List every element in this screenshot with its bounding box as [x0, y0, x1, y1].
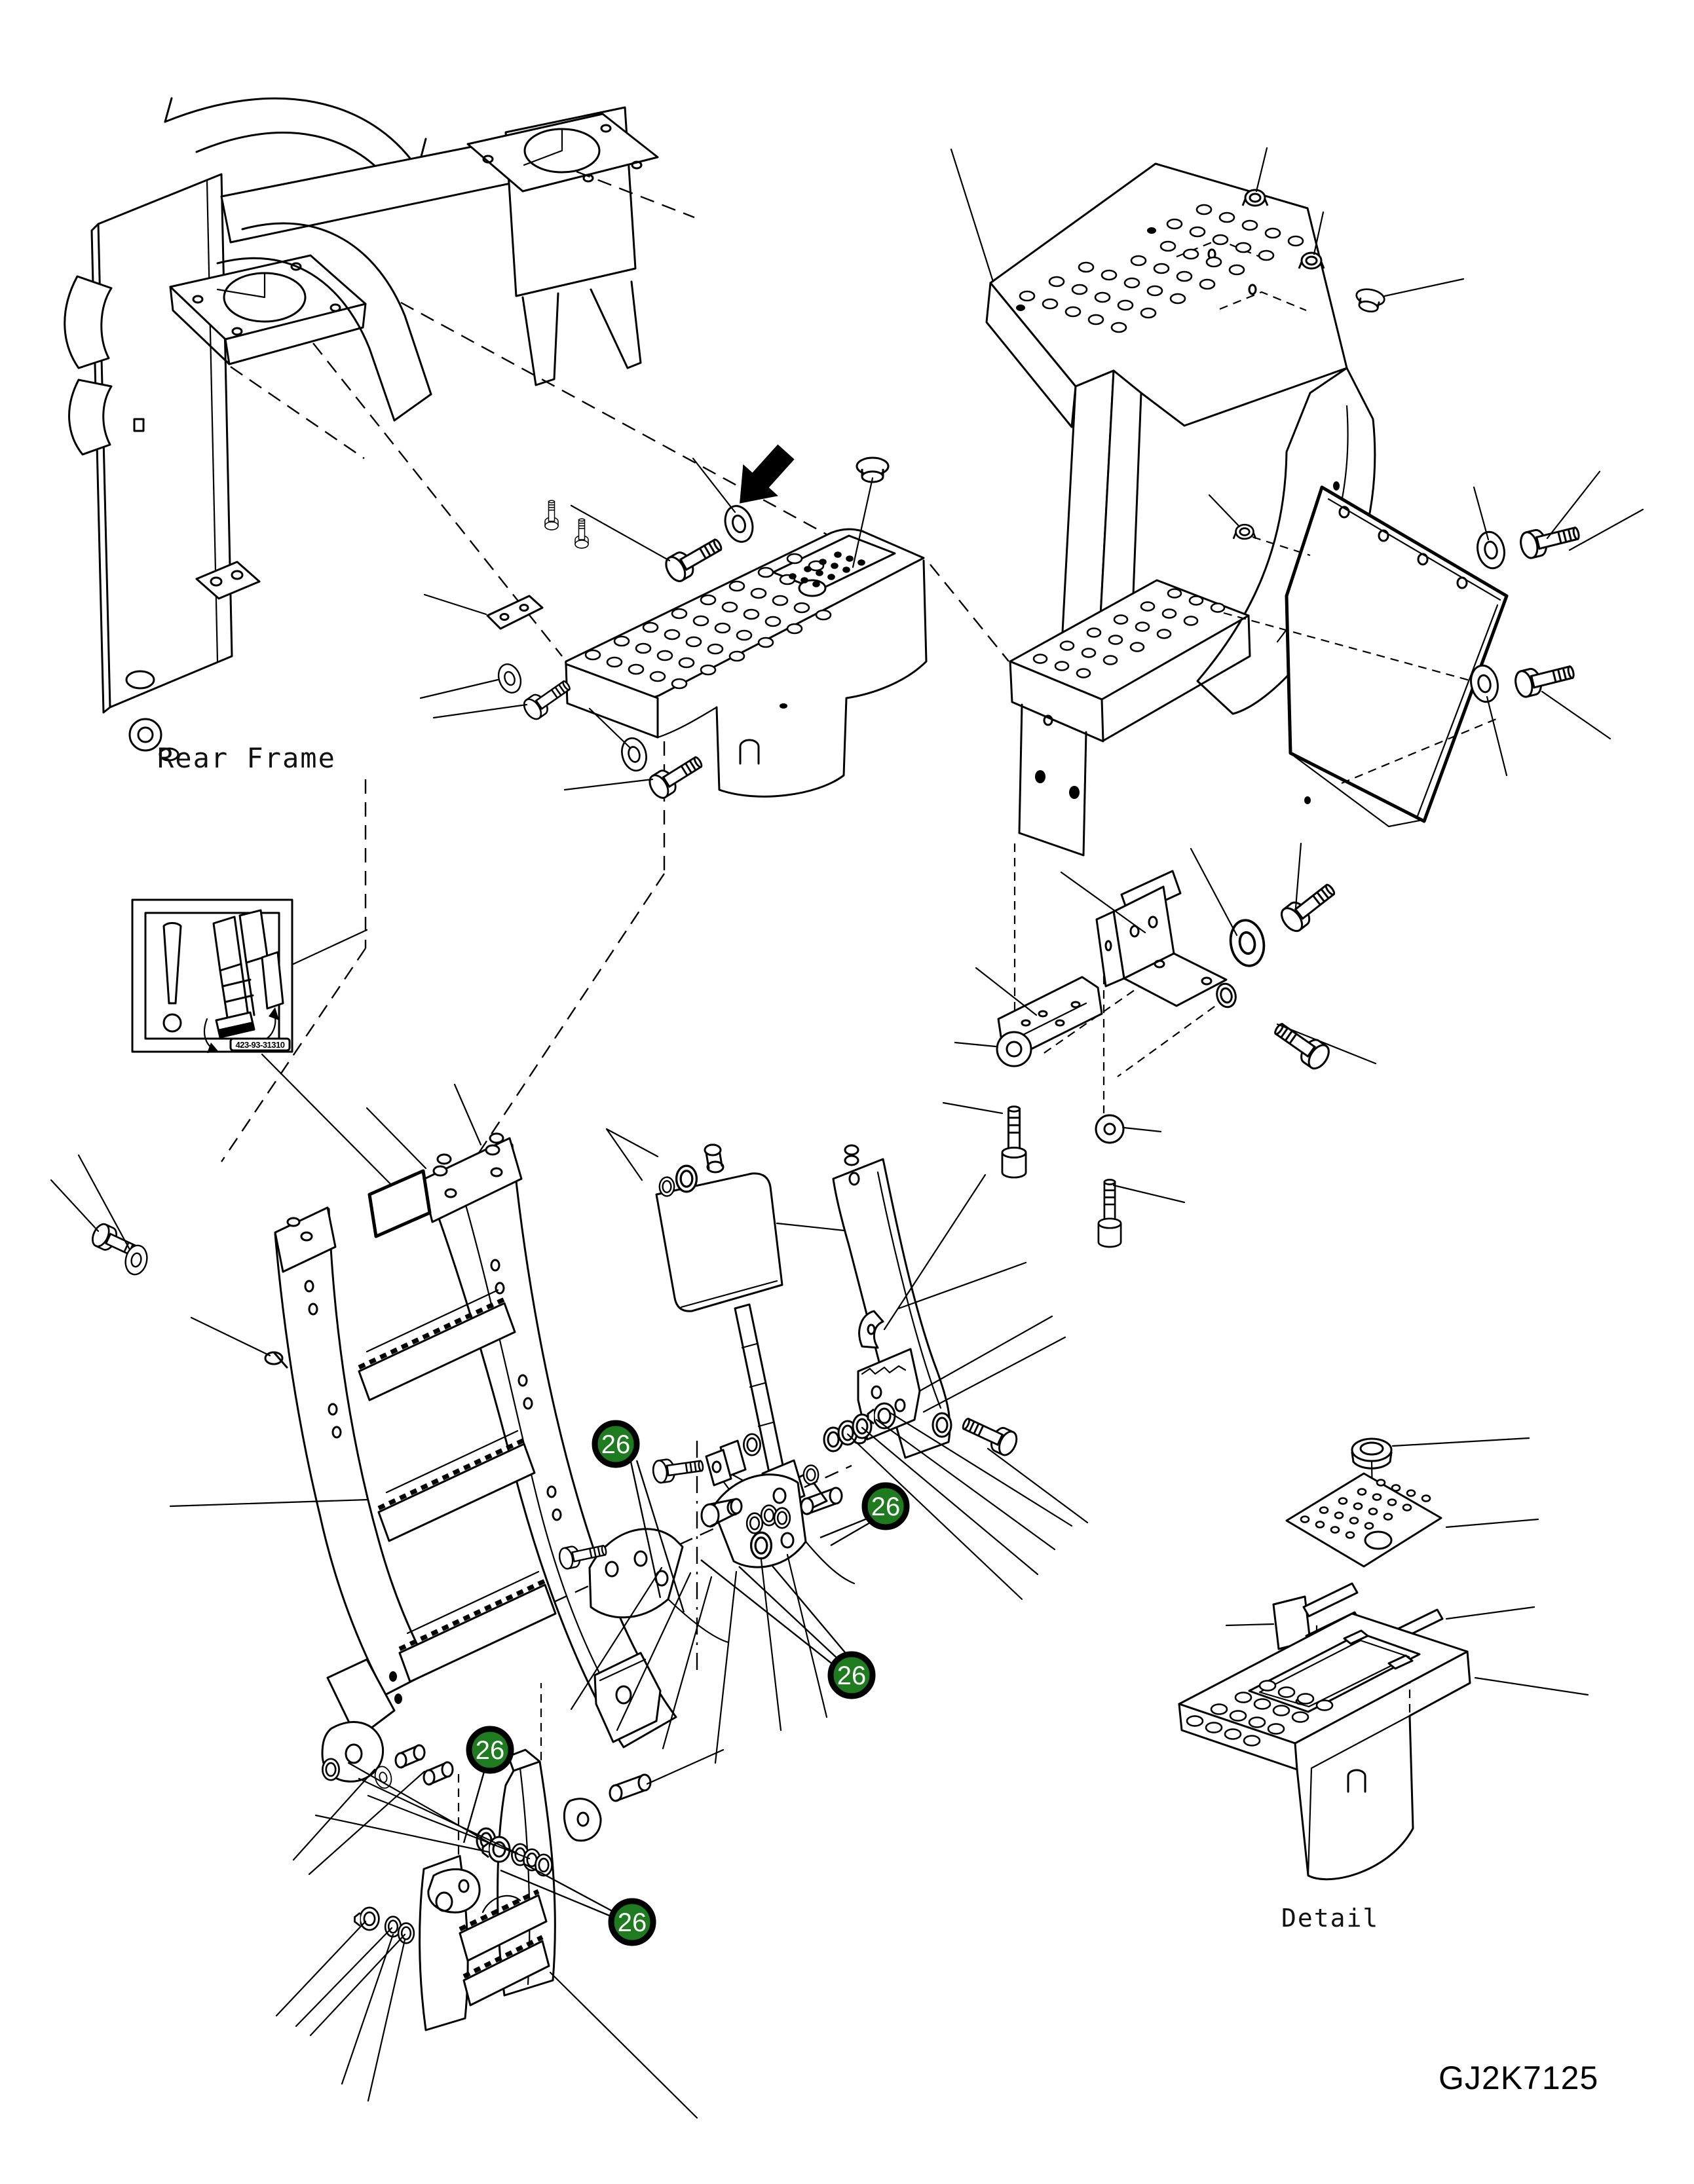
exclamation-icon [162, 922, 182, 1005]
mounting-bracket-group [942, 842, 1377, 1248]
folding-step-assembly [275, 1683, 725, 2119]
callout-balloons: 26 26 26 26 26 [466, 1420, 910, 1946]
callout-26-balloon[interactable] [592, 1420, 640, 1468]
staircase-assembly [950, 147, 1465, 857]
folding-ladder-pictogram [203, 909, 284, 1053]
support-stay [832, 1144, 1089, 1524]
callout-leader-line [630, 1461, 662, 1599]
callout-leader-line [523, 1862, 615, 1914]
rear-frame-assembly [64, 97, 659, 762]
detail-label: Detail [1281, 1904, 1379, 1933]
callout-leader-line [462, 1769, 486, 1843]
callout-26-label: 26 [837, 1661, 867, 1690]
callout-leader-line [635, 1460, 685, 1613]
warning-plate-code: 423-93-31310 [236, 1040, 285, 1050]
callout-26-balloon[interactable] [861, 1482, 910, 1530]
perforation-holes [584, 204, 1431, 1747]
callout-26-balloon[interactable] [827, 1651, 876, 1699]
callout-26-label: 26 [601, 1430, 631, 1459]
callout-leader-line [771, 1564, 848, 1656]
callout-leader-line [830, 1521, 872, 1547]
mud-guard-panel [1208, 470, 1644, 828]
warning-decal: 423-93-31310 [131, 898, 402, 1196]
callout-26-balloon[interactable] [466, 1726, 514, 1774]
callout-leader-lines [462, 1460, 872, 1920]
access-ladder-assembly [50, 1083, 677, 1876]
callout-leader-line [700, 1559, 834, 1665]
callout-26-label: 26 [476, 1736, 505, 1765]
direction-arrow-icon [740, 444, 795, 504]
mushroom-plug [1353, 286, 1387, 315]
drawing-code-label: GJ2K7125 [1439, 2060, 1598, 2096]
callout-26-label: 26 [618, 1908, 647, 1937]
callout-26-balloon[interactable] [608, 1898, 656, 1946]
callout-leader-line [819, 1517, 869, 1539]
callout-26-label: 26 [871, 1492, 901, 1521]
caution-sticker [367, 1169, 432, 1238]
callout-leader-line [500, 1869, 618, 1920]
detail-inset [1178, 1437, 1589, 1881]
callout-leader-line [738, 1566, 839, 1660]
rear-frame-label: Rear Frame [157, 742, 336, 774]
center-step-assembly [419, 444, 928, 802]
